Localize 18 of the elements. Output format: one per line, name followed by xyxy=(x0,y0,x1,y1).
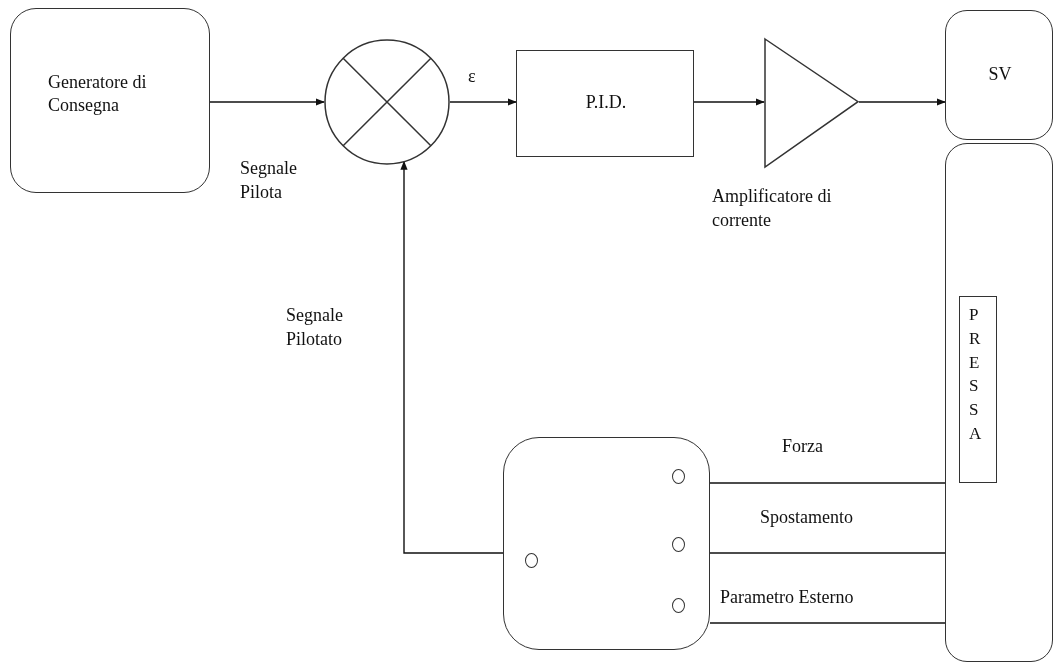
process-box xyxy=(959,296,997,483)
node-label: Generatore di Consegna xyxy=(48,71,148,118)
arrow xyxy=(400,160,504,554)
node-label: PRESSA xyxy=(969,304,983,445)
process-box xyxy=(945,10,1053,140)
arrow xyxy=(209,98,325,106)
node-label: P.I.D. xyxy=(584,91,628,114)
node-label: SV xyxy=(987,63,1013,86)
press-box xyxy=(945,143,1053,662)
arrow xyxy=(693,98,765,106)
connector-line xyxy=(709,622,946,624)
connector-line xyxy=(709,552,946,554)
arrow xyxy=(858,98,946,106)
process-box xyxy=(516,50,694,157)
arrow xyxy=(449,98,517,106)
process-box xyxy=(10,8,210,193)
connector-line xyxy=(709,482,946,484)
acquisition-box xyxy=(503,437,710,650)
